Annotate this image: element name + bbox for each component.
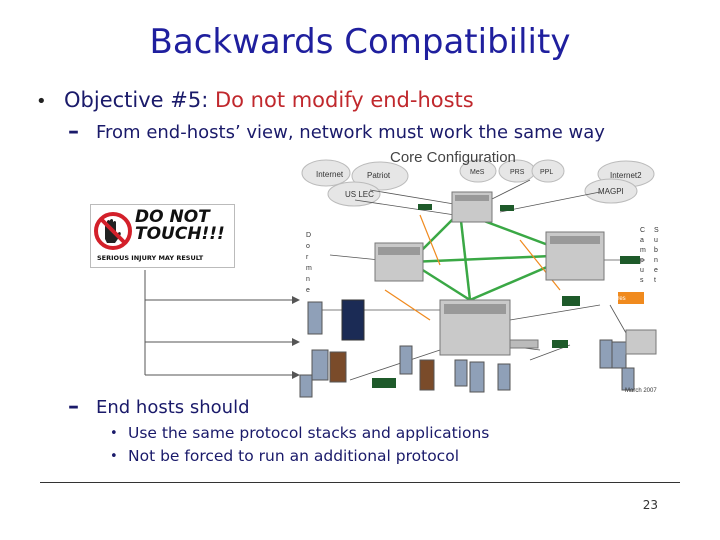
- svg-text:u: u: [640, 267, 644, 274]
- bullet-dot-icon: •: [110, 449, 118, 464]
- torres-box: [618, 292, 644, 304]
- label-ppl: PPL: [540, 169, 553, 176]
- item-protocol-stacks: Use the same protocol stacks and applica…: [128, 424, 490, 442]
- cloud-shapes: [301, 159, 655, 207]
- objective-prefix: Objective #5:: [64, 88, 215, 112]
- sign-line2: TOUCH!!!: [135, 224, 225, 244]
- sign-line1: DO NOT: [135, 207, 210, 227]
- dash-icon: –: [68, 394, 79, 419]
- svg-text:e: e: [306, 287, 310, 294]
- svg-text:t: t: [654, 277, 656, 284]
- prohibition-hand-icon: [93, 212, 232, 264]
- item-no-additional-protocol: Not be forced to run an additional proto…: [128, 447, 459, 465]
- svg-text:e: e: [654, 267, 658, 274]
- vertical-labels: Dor mne Cam pus Sub net: [306, 227, 659, 294]
- footer-divider: [40, 482, 680, 483]
- svg-text:n: n: [306, 276, 310, 283]
- bullet-dot-icon: •: [36, 91, 47, 112]
- svg-text:o: o: [306, 243, 310, 250]
- label-magpi: MAGPI: [598, 187, 624, 196]
- server-icons: [299, 299, 657, 398]
- label-us-lec: US LEC: [345, 190, 374, 199]
- sign-caption: SERIOUS INJURY MAY RESULT: [97, 254, 204, 262]
- sign-text: DO NOT TOUCH!!!: [135, 209, 225, 243]
- switch-icons: [372, 204, 640, 388]
- label-date: March 2007: [625, 388, 657, 394]
- svg-text:s: s: [640, 277, 644, 284]
- svg-text:S: S: [654, 227, 659, 234]
- sub-bullet-view: From end-hosts’ view, network must work …: [96, 122, 605, 143]
- page-number: 23: [642, 498, 658, 512]
- svg-text:p: p: [640, 257, 644, 264]
- svg-text:C: C: [640, 227, 645, 234]
- objective-highlight: Do not modify end-hosts: [214, 88, 474, 112]
- sub-bullet-end-hosts: End hosts should: [96, 397, 250, 418]
- svg-text:m: m: [640, 247, 646, 254]
- orange-links: [384, 214, 561, 321]
- diagram-title: Core Configuration: [390, 149, 516, 166]
- label-patriot: Patriot: [367, 171, 391, 180]
- bullet-dot-icon: •: [110, 426, 118, 441]
- do-not-touch-sign: DO NOT TOUCH!!! SERIOUS INJURY MAY RESUL…: [90, 204, 235, 268]
- label-prs: PRS: [510, 169, 525, 176]
- router-icons: [374, 191, 605, 356]
- label-internet: Internet: [316, 170, 344, 179]
- objective-line: Objective #5: Do not modify end-hosts: [64, 88, 474, 112]
- svg-text:u: u: [654, 237, 658, 244]
- svg-text:b: b: [654, 247, 658, 254]
- label-torres: Torres: [609, 296, 626, 302]
- svg-text:D: D: [306, 232, 311, 239]
- svg-text:a: a: [640, 237, 644, 244]
- svg-text:n: n: [654, 257, 658, 264]
- label-mes: MeS: [470, 169, 485, 176]
- dash-icon: –: [68, 119, 79, 144]
- svg-text:m: m: [306, 265, 312, 272]
- label-internet2: Internet2: [610, 171, 642, 180]
- slide-title: Backwards Compatibility: [149, 22, 571, 62]
- svg-text:r: r: [306, 254, 309, 261]
